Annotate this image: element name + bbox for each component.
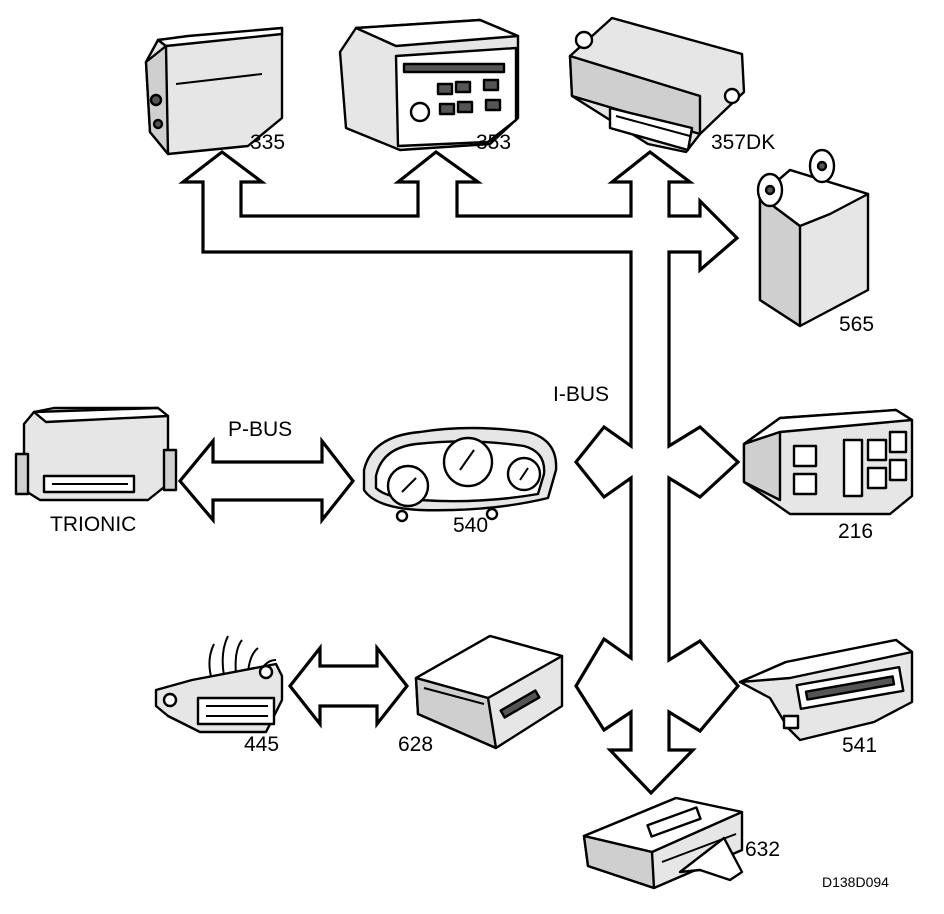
- module-335-label: 335: [250, 131, 285, 154]
- p-bus-label: P-BUS: [228, 418, 292, 441]
- module-632-label: 632: [745, 838, 780, 861]
- module-628-label: 628: [398, 733, 433, 756]
- figure-code: D138D094: [822, 874, 889, 890]
- module-216-device: [742, 408, 914, 516]
- trionic-device: [14, 406, 178, 502]
- module-565-device: [756, 148, 870, 328]
- module-216-label: 216: [838, 520, 873, 543]
- module-632-device: [582, 796, 744, 890]
- module-445-device: [154, 635, 284, 734]
- module-541-label: 541: [842, 734, 877, 757]
- module-357dk-label: 357DK: [711, 131, 775, 154]
- i-bus-arrows: [178, 149, 741, 796]
- module-357dk-device: [568, 16, 746, 154]
- module-353-label: 353: [476, 131, 511, 154]
- module-445-label: 445: [244, 733, 279, 756]
- link-445-628-arrow: [287, 643, 410, 729]
- trionic-label: TRIONIC: [50, 513, 136, 536]
- module-565-label: 565: [839, 313, 874, 336]
- module-335-device: [144, 26, 284, 156]
- module-541-device: [738, 638, 914, 742]
- module-353-device: [338, 18, 520, 152]
- module-540-device: [362, 426, 558, 523]
- module-628-device: [414, 634, 564, 750]
- module-540-label: 540: [453, 514, 488, 537]
- p-bus-arrow: [177, 436, 356, 525]
- i-bus-label: I-BUS: [553, 383, 609, 406]
